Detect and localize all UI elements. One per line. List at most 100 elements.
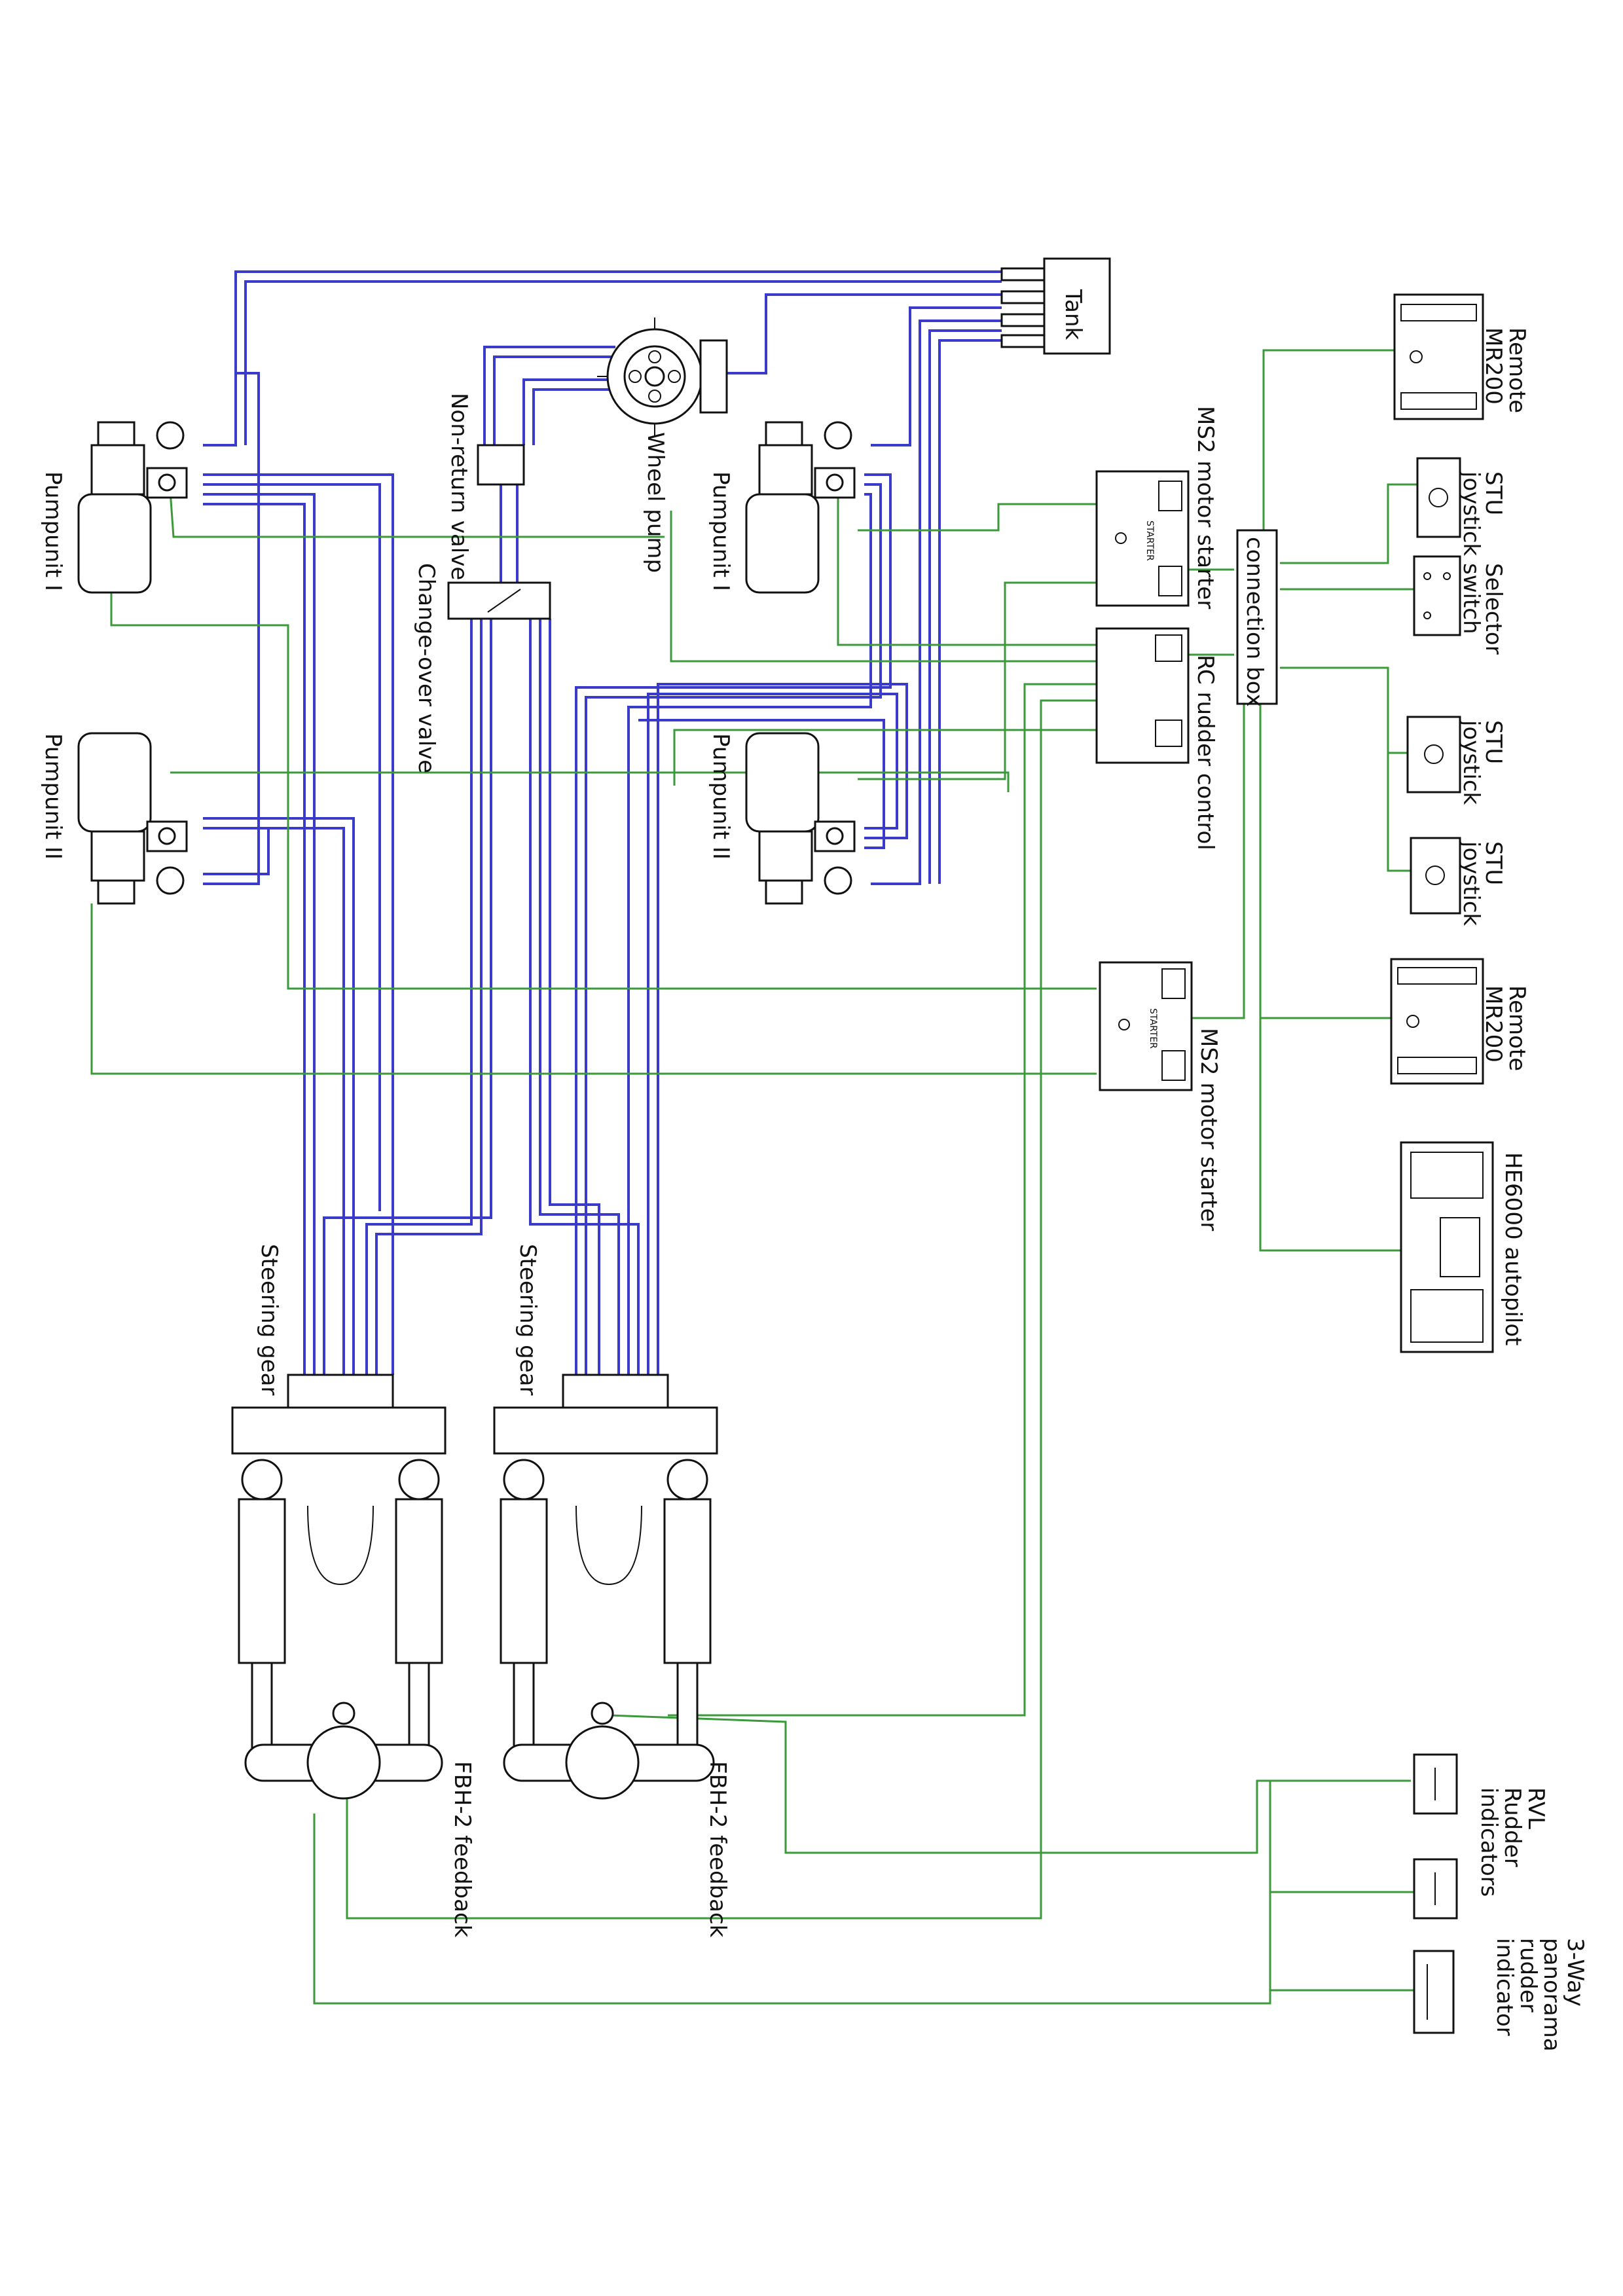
sig-stu3 xyxy=(1387,753,1411,872)
steering-gear-right-label: Steering gear xyxy=(515,1244,541,1395)
rc-meter xyxy=(1155,720,1182,747)
wheel-hole xyxy=(668,370,681,383)
starter-switch xyxy=(1118,1019,1130,1030)
tank-fittings xyxy=(1000,267,1046,348)
sig-fbh-right xyxy=(608,1714,1411,1854)
autopilot-display xyxy=(1440,1217,1480,1277)
pumpunit-ii-right: Pumpunit II xyxy=(708,732,856,905)
hyd-line-cov-3 xyxy=(323,619,492,1375)
he6000-label: HE6000 autopilot xyxy=(1500,1152,1526,1346)
panorama-box xyxy=(1413,1950,1455,2034)
stu-joystick-3: STU joystick xyxy=(1410,837,1506,926)
gear-rod xyxy=(676,1662,699,1749)
rc-rudder-control-label: RC rudder control xyxy=(1192,655,1218,850)
fbh-right-label: FBH-2 feedback xyxy=(704,1761,731,1938)
hyd-line-tank-2 xyxy=(244,280,1002,445)
rvl-indicator xyxy=(1413,1858,1458,1920)
sig-mr200-bottom xyxy=(1259,694,1391,1019)
hyd-line-rpu2-3 xyxy=(638,719,885,849)
pumpunit-i-right: Pumpunit I xyxy=(708,421,856,594)
gear-fittings xyxy=(287,1374,394,1409)
gear-rudder-stock xyxy=(565,1725,640,1800)
mr200-bottom-label: MR200 Remote xyxy=(1480,985,1530,1071)
rvl-rudder-indicators: RVL Rudder indicators xyxy=(1413,1753,1549,1920)
gear-rod xyxy=(408,1662,430,1749)
hyd-line-tank-6 xyxy=(928,329,1002,884)
non-return-valve-box xyxy=(477,444,525,486)
hyd-line-pu1-4 xyxy=(203,503,306,1375)
panorama-rudder-indicator: 3-Way panorama rudder indicator xyxy=(1413,1938,1588,2058)
sig-he6000 xyxy=(1259,1018,1401,1252)
rc-box xyxy=(1095,627,1190,764)
pump-filter xyxy=(156,421,185,450)
label-line: MR200 xyxy=(1480,985,1506,1063)
hyd-line-pu2-1 xyxy=(203,817,355,1375)
label-line: Selector xyxy=(1480,563,1506,655)
mr200-keys xyxy=(1400,392,1477,410)
sig-stu2 xyxy=(1280,666,1408,754)
rvl-label: RVL Rudder indicators xyxy=(1476,1787,1549,1897)
hyd-line-rpu2-1 xyxy=(647,693,898,1375)
label-line: MR200 xyxy=(1480,327,1506,405)
panorama-label: 3-Way panorama rudder indicator xyxy=(1491,1938,1588,2058)
mr200-knob xyxy=(1406,1015,1419,1028)
pump-gauge xyxy=(826,473,844,492)
he6000-autopilot: HE6000 autopilot xyxy=(1400,1141,1526,1353)
label-line: STU xyxy=(1480,720,1506,764)
selector-switch: Selector switch xyxy=(1413,555,1506,655)
gear-pivot xyxy=(398,1459,440,1501)
pump-gauge xyxy=(158,473,176,492)
wheel-pump-body xyxy=(699,339,728,414)
wheel-pump: Wheel pump xyxy=(597,318,728,573)
wheel-hole xyxy=(648,390,661,403)
rc-meter xyxy=(1155,634,1182,662)
tank-label: Tank xyxy=(1060,289,1086,340)
gear-cylinder xyxy=(500,1498,548,1664)
gear-pivot xyxy=(666,1459,708,1501)
connection-box-label: connection box xyxy=(1241,537,1267,707)
sig-rc-3 xyxy=(668,683,1097,1717)
hyd-line-rpu1-3 xyxy=(627,493,872,1375)
pump-housing xyxy=(90,444,145,496)
pump-flange xyxy=(97,421,136,446)
non-return-valve: Non-return valve xyxy=(446,393,525,580)
autopilot-box xyxy=(1400,1141,1494,1353)
pumpunit-ii-right-label: Pumpunit II xyxy=(708,733,734,860)
gear-hose xyxy=(307,1505,374,1586)
hyd-line-tank-5 xyxy=(871,319,1002,885)
mr200-keys xyxy=(1397,967,1477,985)
label-line: STU xyxy=(1480,841,1506,885)
label-line: Remote xyxy=(1504,985,1530,1071)
label-line: joystick xyxy=(1458,841,1484,926)
mr200-keys xyxy=(1400,304,1477,321)
fitting xyxy=(1000,267,1046,282)
label-line: panorama xyxy=(1539,1938,1565,2052)
ms2-motor-starter-bottom: STARTER MS2 motor starter xyxy=(1099,961,1222,1231)
stu-joystick-3-label: STU joystick xyxy=(1458,841,1506,926)
hyd-line-pu2-4 xyxy=(203,372,260,885)
sig-mr200-top xyxy=(1262,349,1395,530)
hyd-line-tank-1 xyxy=(203,270,1002,446)
label-line: joystick xyxy=(1458,720,1484,805)
mr200-box xyxy=(1393,293,1484,420)
fitting xyxy=(1000,313,1046,327)
sig-ms2top-pu1r xyxy=(858,503,1097,532)
autopilot-buttons xyxy=(1410,1289,1484,1343)
pump-filter xyxy=(156,866,185,895)
hyd-line-rpu1-2 xyxy=(585,483,882,1375)
joystick-knob xyxy=(1425,866,1445,885)
selector-box xyxy=(1413,555,1461,636)
gear-frame-top xyxy=(493,1406,718,1455)
starter-meter xyxy=(1161,968,1186,999)
stu-joystick-1: STU joystick xyxy=(1416,457,1506,556)
hyd-line-cov-6 xyxy=(549,619,600,1375)
change-over-valve-label: Change-over valve xyxy=(413,563,439,773)
hyd-line-pu1-3 xyxy=(203,493,316,1375)
hyd-line-wheel-1 xyxy=(483,346,615,445)
gear-cylinder xyxy=(238,1498,286,1664)
joystick-box xyxy=(1406,716,1461,793)
starter-switch xyxy=(1115,532,1127,544)
starter-meter xyxy=(1158,481,1182,511)
gear-hose xyxy=(575,1505,642,1586)
